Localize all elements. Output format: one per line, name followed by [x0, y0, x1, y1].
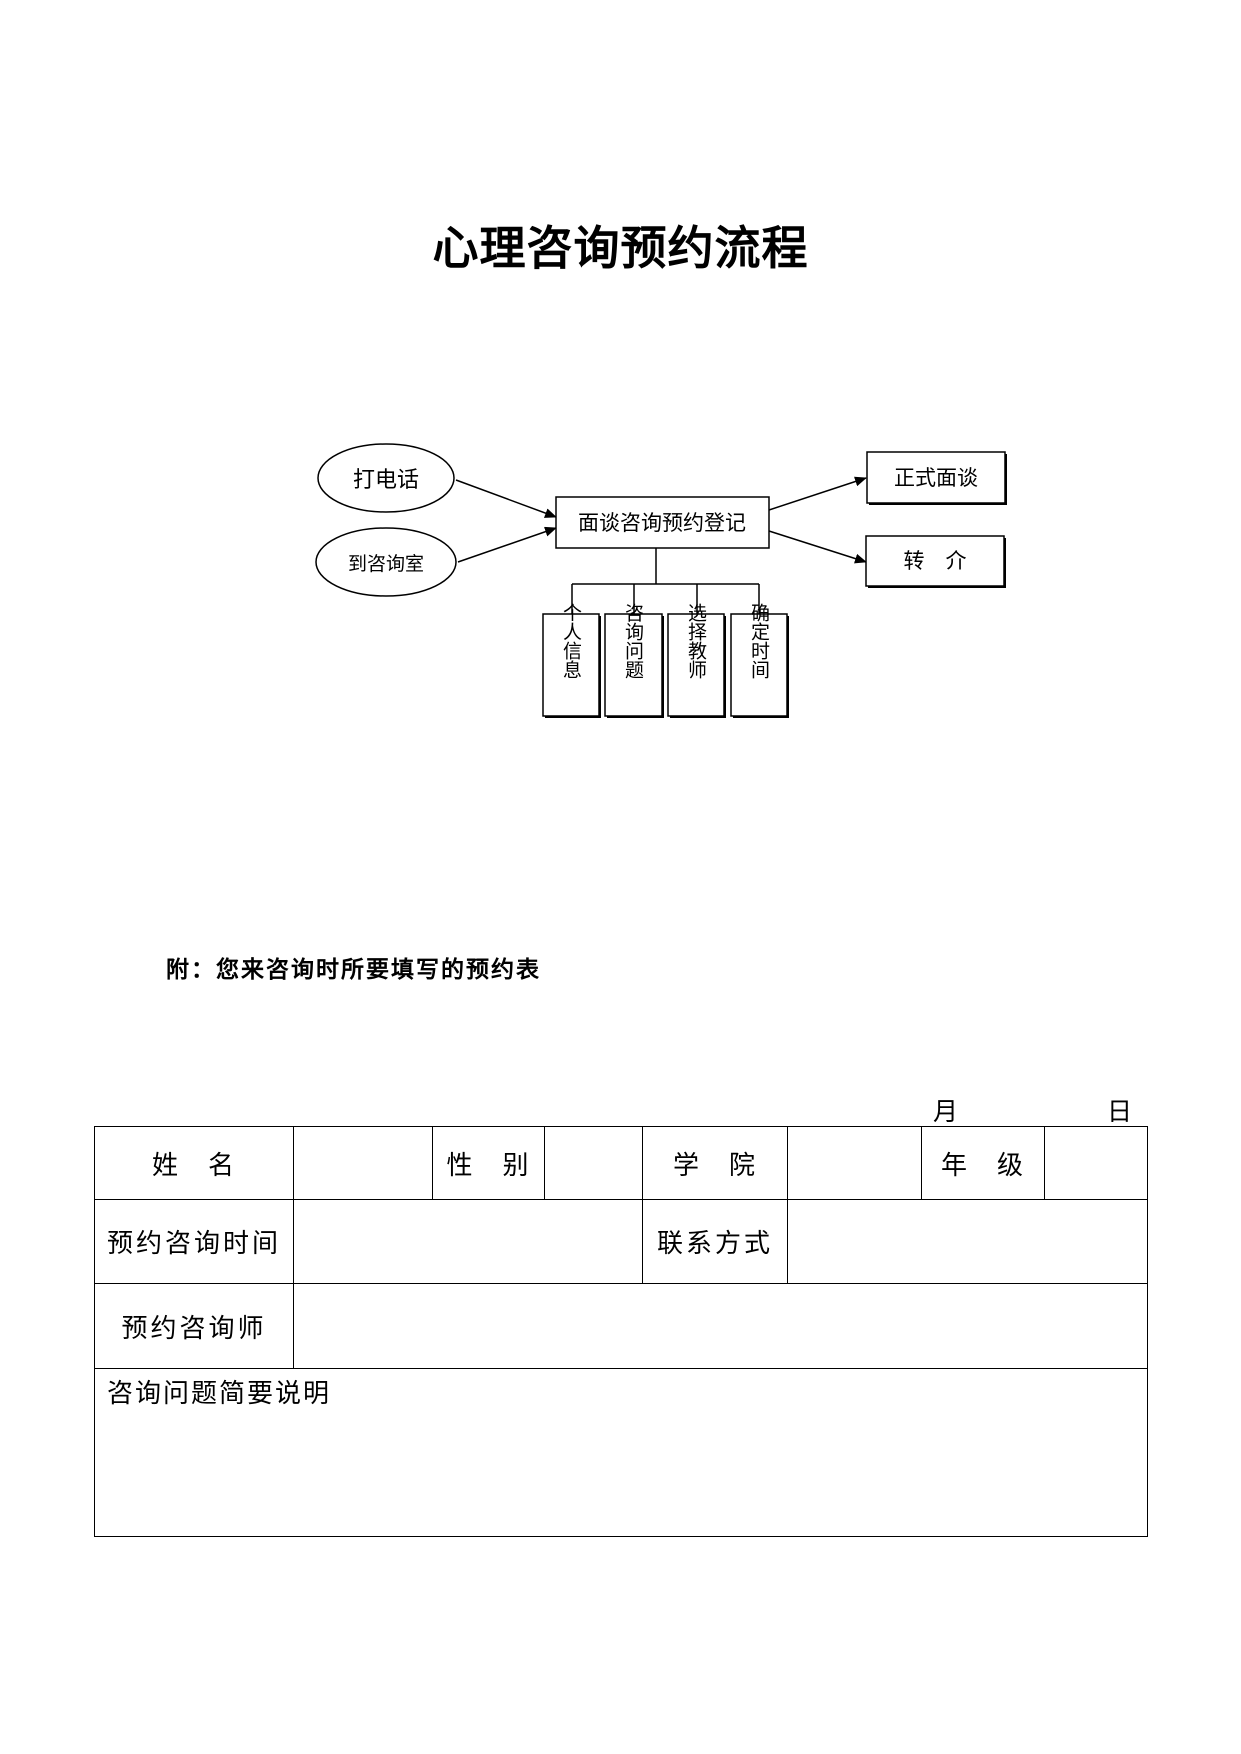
college-label: 学 院 [642, 1126, 788, 1200]
date-day-label: 日 [1107, 1097, 1133, 1126]
contact-label: 联系方式 [642, 1199, 788, 1284]
arrow-register-to-referral [768, 530, 867, 564]
contact-field[interactable] [787, 1199, 1148, 1284]
register-node: 面谈咨询预约登记 [555, 496, 770, 549]
gender-field[interactable] [544, 1126, 643, 1200]
problem-description-field[interactable]: 咨询问题简要说明 [94, 1368, 1148, 1537]
grade-label: 年 级 [921, 1126, 1045, 1200]
appointment-form-table: 姓 名 性 别 学 院 年 级 预约咨询时间 联系方式 预约咨询师 咨询问题简要… [94, 1126, 1148, 1537]
step-confirm-time-label: 确定时间 [748, 603, 770, 679]
arrow-register-to-interview [768, 476, 867, 511]
step-choose-teacher-label: 选择教师 [685, 603, 707, 679]
step-consult-issue-label: 咨询问题 [622, 603, 644, 679]
step-personal-info-label: 个人信息 [560, 603, 582, 679]
appointment-time-label: 预约咨询时间 [94, 1199, 294, 1284]
grade-field[interactable] [1044, 1126, 1148, 1200]
name-label: 姓 名 [94, 1126, 294, 1200]
appendix-note: 附：您来咨询时所要填写的预约表 [166, 956, 541, 983]
source-visit-node: 到咨询室 [315, 527, 457, 597]
outcome-referral-node: 转 介 [865, 535, 1006, 588]
gender-label: 性 别 [432, 1126, 545, 1200]
outcome-referral-label: 转 介 [904, 549, 967, 573]
arrow-visit-to-register [457, 526, 557, 563]
form-row-time-contact: 预约咨询时间 联系方式 [94, 1199, 1148, 1284]
steps-connector [571, 548, 760, 614]
outcome-interview-label: 正式面谈 [894, 466, 978, 490]
counselor-field[interactable] [293, 1283, 1148, 1369]
page-title: 心理咨询预约流程 [432, 221, 809, 275]
step-choose-teacher-node: 选择教师 [667, 603, 726, 718]
arrow-phone-to-register [455, 479, 557, 518]
form-row-counselor: 预约咨询师 [94, 1283, 1148, 1369]
appointment-time-field[interactable] [293, 1199, 643, 1284]
date-month-label: 月 [933, 1097, 959, 1126]
step-personal-info-node: 个人信息 [542, 603, 601, 718]
register-label: 面谈咨询预约登记 [578, 511, 746, 535]
source-phone-node: 打电话 [317, 443, 455, 513]
college-field[interactable] [787, 1126, 922, 1200]
form-row-problem: 咨询问题简要说明 [94, 1368, 1148, 1537]
step-consult-issue-node: 咨询问题 [604, 603, 664, 718]
outcome-interview-node: 正式面谈 [866, 451, 1007, 505]
name-field[interactable] [293, 1126, 433, 1200]
problem-description-label: 咨询问题简要说明 [107, 1379, 332, 1409]
source-visit-label: 到咨询室 [348, 553, 424, 575]
source-phone-label: 打电话 [353, 468, 419, 493]
appointment-flowchart: 打电话 到咨询室 面谈咨询预约登记 正式面谈 转 介 [315, 443, 1007, 718]
form-row-basic-info: 姓 名 性 别 学 院 年 级 [94, 1126, 1148, 1200]
counselor-label: 预约咨询师 [94, 1283, 294, 1369]
step-confirm-time-node: 确定时间 [730, 603, 789, 718]
